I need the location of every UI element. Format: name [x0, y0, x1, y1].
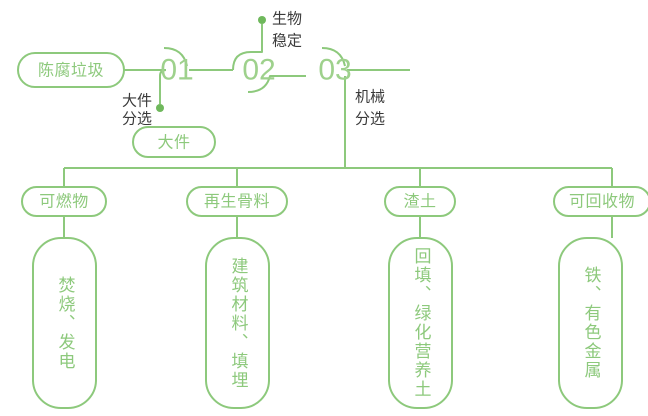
connector-step-01-down-to-side-output	[159, 69, 167, 104]
connector-step-02-to-step-03	[247, 75, 306, 93]
step-02-caption-line-2: 稳定	[272, 33, 302, 50]
output-pill-1[interactable]	[21, 186, 107, 217]
step-01-caption-line-2: 分选	[122, 111, 152, 128]
step-01-caption-line-1: 大件	[122, 93, 152, 110]
detail-box-2[interactable]	[205, 237, 270, 409]
bio-stable-dot	[258, 16, 266, 24]
step-03-caption-line-1: 机械	[355, 89, 385, 106]
output-pill-3-label: 渣土	[403, 193, 436, 211]
step-02-caption-line-1: 生物	[272, 11, 302, 28]
side-output-dot	[156, 104, 164, 112]
detail-box-4[interactable]	[558, 237, 623, 409]
step-01-arc	[163, 47, 188, 67]
output-pill-2[interactable]	[186, 186, 288, 217]
output-pill-4-label: 可回收物	[569, 193, 635, 211]
step-03-caption-line-2: 分选	[355, 111, 385, 128]
output-pill-1-label: 可燃物	[39, 193, 89, 211]
output-pill-2-label: 再生骨料	[204, 193, 270, 211]
step-03-arc	[321, 47, 346, 67]
connector-step-02-to-bio-branch	[232, 24, 263, 71]
detail-box-1[interactable]	[32, 237, 97, 409]
side-output-pill-label: 大件	[157, 134, 190, 152]
output-pill-3[interactable]	[384, 186, 456, 217]
detail-box-3[interactable]	[388, 237, 453, 409]
side-output-pill[interactable]	[132, 126, 216, 158]
source-pill-label: 陈腐垃圾	[38, 62, 104, 80]
step-number-03: 03	[318, 54, 351, 87]
step-number-01: 01	[160, 54, 193, 87]
step-number-02: 02	[242, 54, 275, 87]
output-pill-4[interactable]	[553, 186, 648, 217]
source-pill[interactable]	[17, 52, 125, 88]
